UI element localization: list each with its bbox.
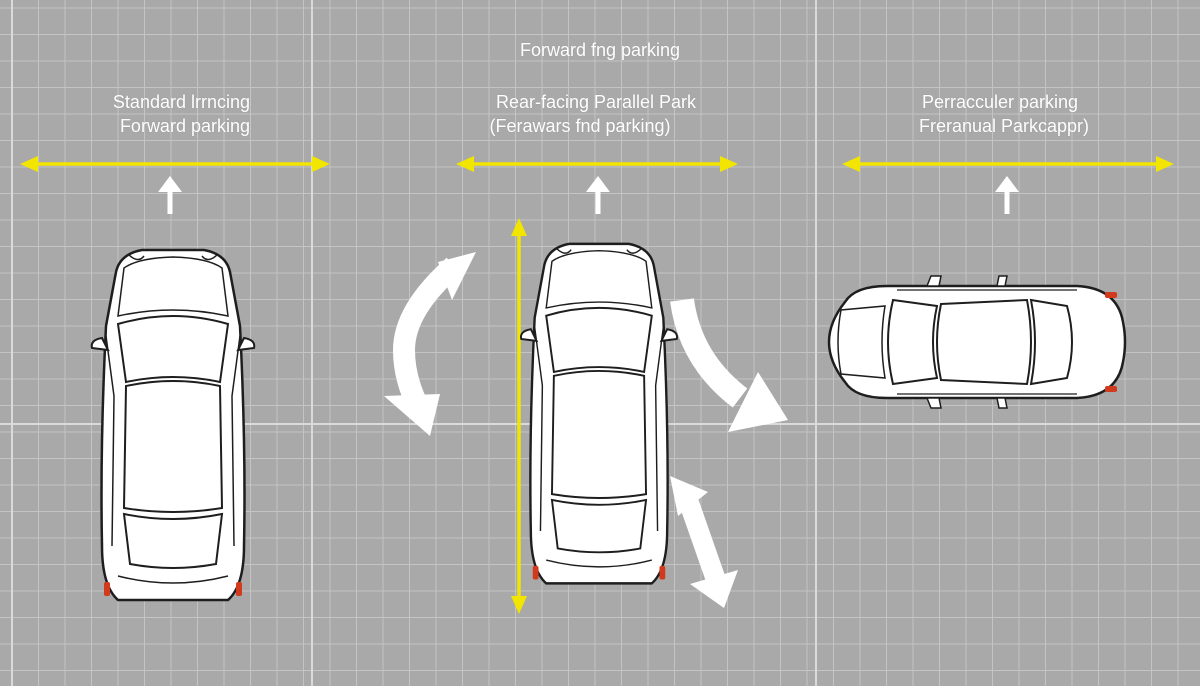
yellow-double-arrow-icon (842, 156, 1174, 172)
panel-right (827, 156, 1174, 410)
panel-right-label-line1: Perracculer parking (921, 92, 1079, 112)
yellow-double-arrow-icon (20, 156, 330, 172)
panel-middle (384, 156, 788, 614)
diagonal-double-arrow-icon (670, 476, 738, 608)
up-arrow-icon (158, 176, 182, 214)
car-side-view-icon (827, 274, 1127, 410)
up-arrow-icon (995, 176, 1019, 214)
car-top-view-icon (90, 248, 256, 602)
yellow-double-arrow-icon (456, 156, 738, 172)
panel-left-label-line1: Standard lrrncing (112, 92, 250, 112)
panel-right-label-line2: Freranual Parkcappr) (918, 116, 1090, 136)
panel-middle-label-line2: (Ferawars fnd parking) (489, 116, 671, 136)
curved-double-arrow-icon (384, 252, 476, 436)
diagram-title: Forward fng parking (519, 40, 681, 60)
panel-left (20, 156, 330, 602)
panel-left-label-line2: Forward parking (119, 116, 250, 136)
panel-middle-label-line1: Rear-facing Parallel Park (495, 92, 697, 112)
up-arrow-icon (586, 176, 610, 214)
curved-arrow-icon (670, 298, 788, 432)
yellow-vertical-arrow-icon (511, 218, 527, 614)
car-top-view-icon (519, 242, 679, 585)
